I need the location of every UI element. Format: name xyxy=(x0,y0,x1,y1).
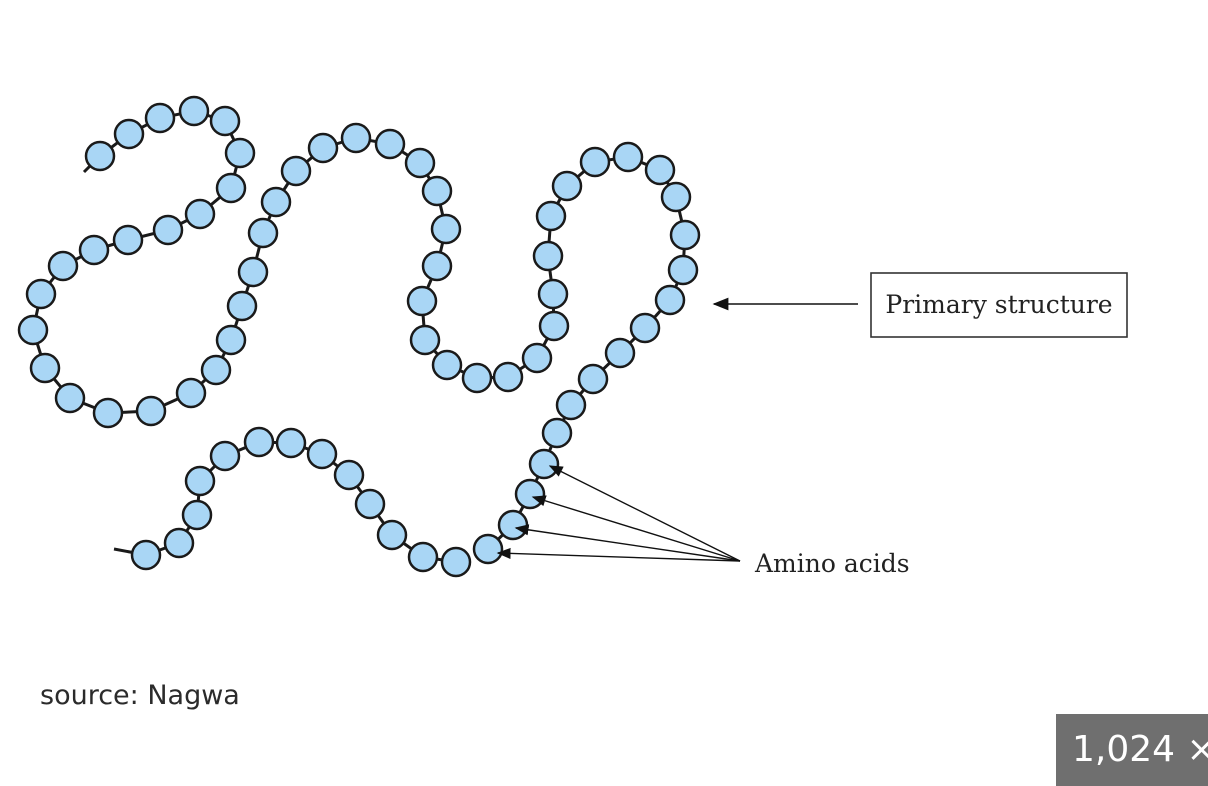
amino-acid-bead xyxy=(551,170,583,202)
amino-acids-label: Amino acids xyxy=(754,549,910,578)
amino-acid-bead xyxy=(113,118,145,150)
amino-acid-bead xyxy=(521,342,553,374)
amino-acid-arrow xyxy=(548,465,741,562)
amino-acid-bead xyxy=(29,352,61,384)
amino-acid-bead xyxy=(215,324,247,356)
amino-acid-bead xyxy=(178,95,210,127)
amino-acid-bead xyxy=(175,377,207,409)
amino-acid-bead xyxy=(226,290,258,322)
amino-acid-bead xyxy=(406,285,438,317)
amino-acid-bead xyxy=(17,314,49,346)
amino-acid-bead xyxy=(629,312,661,344)
amino-acid-bead xyxy=(431,349,463,381)
amino-acid-bead xyxy=(421,250,453,282)
amino-acid-bead xyxy=(644,154,676,186)
amino-acid-bead xyxy=(280,155,312,187)
amino-acid-bead xyxy=(409,324,441,356)
amino-acid-bead xyxy=(528,448,560,480)
amino-acid-bead xyxy=(440,546,472,578)
amino-acid-bead xyxy=(660,181,692,213)
amino-acid-bead xyxy=(243,426,275,458)
amino-acid-bead xyxy=(184,465,216,497)
amino-acid-bead xyxy=(472,533,504,565)
amino-acid-bead xyxy=(215,172,247,204)
amino-acid-bead xyxy=(555,389,587,421)
amino-acid-bead xyxy=(541,417,573,449)
amino-acid-bead xyxy=(604,337,636,369)
amino-acid-arrow xyxy=(496,547,741,562)
amino-acid-arrow xyxy=(514,524,741,562)
amino-acid-bead xyxy=(612,141,644,173)
source-caption: source: Nagwa xyxy=(40,680,240,711)
amino-acids-arrows xyxy=(496,465,741,562)
amino-acid-bead xyxy=(376,519,408,551)
amino-acid-bead xyxy=(461,362,493,394)
amino-acid-bead xyxy=(404,147,436,179)
amino-acid-chain-upper xyxy=(17,95,701,565)
amino-acid-arrow xyxy=(531,495,741,562)
amino-acid-bead xyxy=(538,310,570,342)
amino-acid-bead xyxy=(78,234,110,266)
amino-acid-bead xyxy=(430,213,462,245)
amino-acid-bead xyxy=(497,509,529,541)
amino-acid-bead xyxy=(407,541,439,573)
amino-acid-bead xyxy=(667,254,699,286)
amino-acid-bead xyxy=(163,527,195,559)
amino-acid-bead xyxy=(144,102,176,134)
amino-acid-bead xyxy=(25,278,57,310)
amino-acid-bead xyxy=(537,278,569,310)
amino-acid-bead xyxy=(307,132,339,164)
amino-acid-bead xyxy=(247,217,279,249)
amino-acid-bead xyxy=(224,137,256,169)
amino-acid-bead xyxy=(112,224,144,256)
amino-acid-bead xyxy=(514,478,546,510)
amino-acid-bead xyxy=(130,539,162,571)
primary-structure-label: Primary structure xyxy=(885,290,1112,319)
amino-acid-bead xyxy=(275,427,307,459)
amino-acid-bead xyxy=(237,256,269,288)
amino-acid-bead xyxy=(260,186,292,218)
amino-acid-bead xyxy=(306,438,338,470)
image-size-badge: 1,024 × xyxy=(1056,714,1208,786)
amino-acid-bead xyxy=(340,122,372,154)
amino-acid-bead xyxy=(209,105,241,137)
amino-acid-bead xyxy=(374,128,406,160)
amino-acid-bead xyxy=(152,214,184,246)
amino-acid-bead xyxy=(577,363,609,395)
amino-acid-bead xyxy=(84,140,116,172)
amino-acid-bead xyxy=(421,175,453,207)
amino-acid-bead xyxy=(354,488,386,520)
amino-acid-bead xyxy=(54,382,86,414)
amino-acid-bead xyxy=(92,397,124,429)
amino-acid-bead xyxy=(669,219,701,251)
amino-acid-bead xyxy=(47,250,79,282)
amino-acid-bead xyxy=(200,354,232,386)
amino-acid-bead xyxy=(209,440,241,472)
amino-acid-bead xyxy=(654,284,686,316)
amino-acid-bead xyxy=(181,499,213,531)
amino-acid-bead xyxy=(532,240,564,272)
amino-acid-chain-lower xyxy=(113,426,472,578)
amino-acid-bead xyxy=(184,198,216,230)
amino-acid-bead xyxy=(135,395,167,427)
amino-acid-bead xyxy=(535,200,567,232)
amino-acid-bead xyxy=(333,459,365,491)
primary-structure-box xyxy=(870,272,1128,338)
amino-acid-bead xyxy=(492,361,524,393)
amino-acid-bead xyxy=(579,146,611,178)
